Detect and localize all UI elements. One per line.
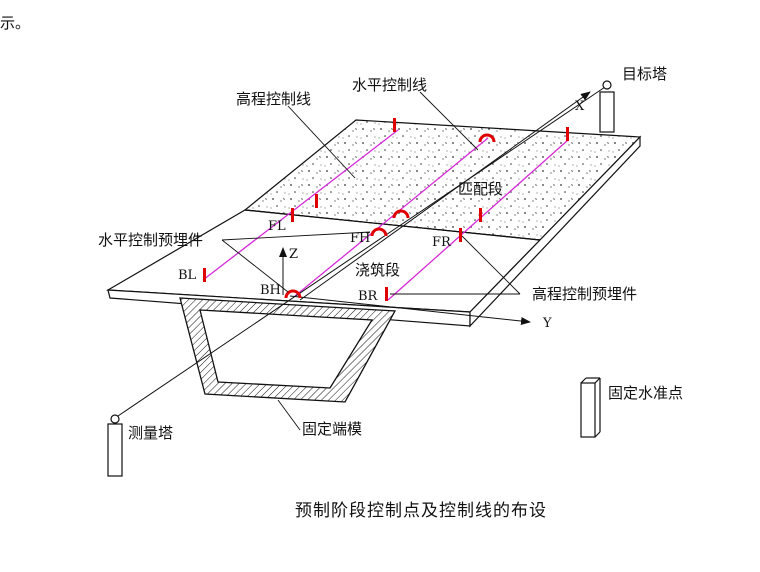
leader-line: [461, 235, 521, 295]
fixed-end-form-label: 固定端模: [302, 420, 362, 438]
x-axis-label: X: [575, 99, 585, 114]
elevation-line-label: 高程控制线: [236, 90, 311, 108]
z-axis-label: Z: [289, 247, 298, 262]
figure-caption: 预制阶段控制点及控制线的布设: [295, 501, 547, 521]
survey-tower-icon: [107, 414, 123, 477]
leader-line: [221, 231, 371, 241]
point-FL: FL: [268, 219, 286, 234]
point-BR: BR: [358, 289, 379, 304]
deck-side-face: [469, 135, 641, 328]
control-line-left: [202, 129, 399, 281]
fixed-benchmark-label: 固定水准点: [608, 384, 683, 402]
page-text-fragment: 示。: [0, 14, 31, 32]
leader-line: [277, 399, 301, 431]
x-axis-line: [299, 91, 591, 301]
marker-pin: [566, 127, 569, 141]
fixed-benchmark-icon: [580, 377, 601, 438]
point-FR: FR: [432, 235, 452, 250]
marker-pin: [459, 228, 462, 242]
marker-pin: [291, 208, 294, 222]
control-line-right: [387, 139, 569, 301]
marker-pin: [479, 208, 482, 222]
cast-segment-label: 浇筑段: [355, 261, 400, 279]
horizontal-embed-arc: [392, 209, 410, 219]
target-tower-label: 目标塔: [622, 65, 667, 83]
horizontal-embed-arc: [478, 133, 496, 143]
survey-tower-label: 测量塔: [128, 424, 173, 442]
point-BL: BL: [178, 268, 197, 283]
match-segment-label: 匹配段: [458, 180, 503, 198]
sight-line: [114, 84, 609, 419]
leader-line: [221, 239, 289, 293]
marker-pin: [385, 287, 388, 301]
marker-pin: [315, 194, 318, 208]
marker-pin: [203, 268, 206, 282]
horizontal-line-label: 水平控制线: [352, 76, 427, 94]
y-axis-line: [289, 295, 531, 326]
elevation-embed-label: 高程控制预埋件: [532, 285, 637, 303]
segment-joint-line: [244, 209, 541, 241]
leader-line: [419, 91, 479, 151]
y-axis-label: Y: [542, 316, 552, 331]
horizontal-embed-arc: [370, 227, 388, 237]
point-FH: FH: [350, 231, 370, 246]
marker-pin: [393, 118, 396, 132]
point-BH: BH: [260, 283, 281, 298]
target-tower-icon: [599, 80, 615, 133]
box-girder-section: [179, 297, 397, 403]
horizontal-embed-label: 水平控制预埋件: [98, 231, 203, 249]
control-line-center: [294, 137, 489, 297]
horizontal-embed-arc: [284, 289, 302, 299]
leader-line: [287, 105, 356, 179]
